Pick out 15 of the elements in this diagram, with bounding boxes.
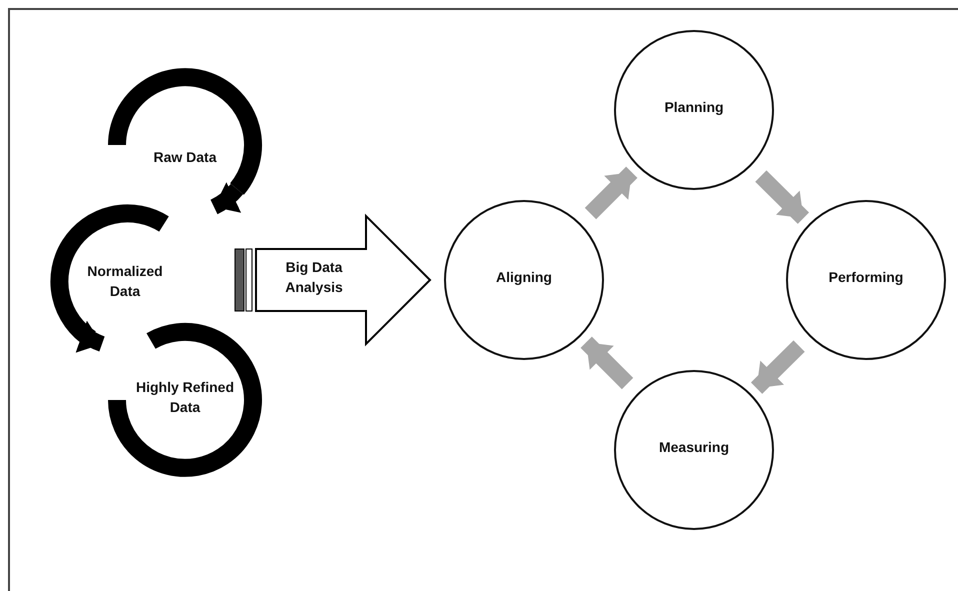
arrow [580, 336, 634, 390]
node-label: Planning [663, 98, 725, 117]
node-label: Performing [828, 268, 904, 287]
arrow [75, 320, 105, 352]
edge-label: Big Data Analysis [284, 258, 344, 297]
block-arrow [234, 214, 432, 346]
node-label: Normalized Data [86, 262, 164, 301]
arrow [755, 170, 810, 224]
node-label: Aligning [495, 268, 553, 287]
arrow [210, 182, 243, 214]
node-label: Raw Data [152, 148, 218, 168]
arrow [750, 340, 805, 394]
node-label: Highly Refined Data [135, 378, 235, 417]
arrow [584, 166, 638, 220]
node-label: Measuring [658, 438, 730, 457]
